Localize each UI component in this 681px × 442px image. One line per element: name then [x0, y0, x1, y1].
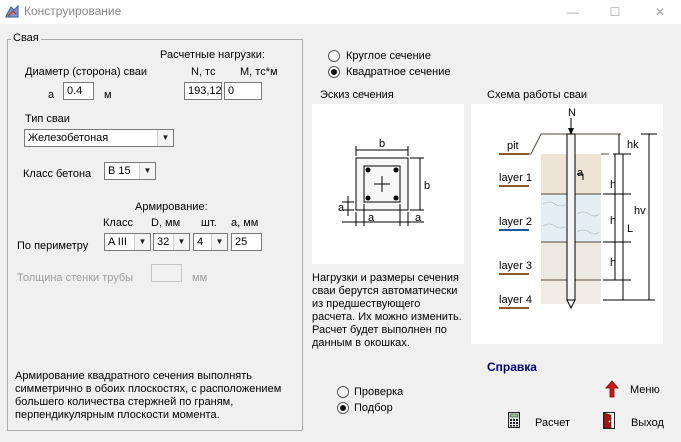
pile-group-legend: Свая [11, 32, 41, 44]
minimize-button[interactable]: — [567, 5, 579, 19]
n-load-input[interactable]: 193,12 [184, 82, 222, 100]
round-section-label[interactable]: Круглое сечение [346, 50, 431, 62]
app-icon [5, 4, 19, 18]
maximize-button[interactable]: ☐ [609, 5, 621, 19]
pile-groupbox [7, 39, 303, 431]
square-section-label[interactable]: Квадратное сечение [346, 66, 451, 78]
rebar-class-combo[interactable]: A III ▼ [104, 233, 151, 251]
rebar-spacing-input[interactable]: 25 [231, 233, 262, 251]
chevron-down-icon[interactable]: ▼ [157, 130, 173, 146]
section-sketch: b b a a a [312, 104, 464, 264]
sketch-a-bottom-left: a [368, 212, 375, 224]
diameter-label: Диаметр (сторона) сваи [25, 66, 148, 78]
check-mode-radio[interactable] [337, 386, 349, 398]
n-label: N, тс [191, 66, 216, 78]
scheme-l-label: L [627, 223, 633, 235]
a-label: а [48, 89, 55, 101]
reinforcement-note: Армирование квадратного сечения выполнят… [15, 370, 281, 422]
perimeter-label: По периметру [17, 240, 89, 252]
rebar-diameter-combo[interactable]: 32 ▼ [153, 233, 190, 251]
pile-type-label: Тип сваи [25, 113, 70, 125]
note-line: перпендикулярным плоскости момента. [15, 409, 220, 421]
pile-type-combo[interactable]: Железобетоная ▼ [24, 129, 174, 147]
info-line: расчета. Их можно изменить. [312, 311, 462, 323]
menu-label: Меню [630, 384, 660, 396]
rebar-count-value: 4 [197, 236, 204, 248]
info-line: сваи берутся автоматически [312, 285, 458, 297]
sketch-a-bottom-right: a [415, 212, 422, 224]
select-mode-label[interactable]: Подбор [354, 402, 393, 414]
rebar-count-combo[interactable]: 4 ▼ [193, 233, 228, 251]
layer-label: layer 2 [499, 216, 532, 228]
rebar-class-header: Класс [103, 217, 133, 229]
m-label: М, тс*м [240, 66, 278, 78]
door-exit-icon [603, 412, 615, 429]
scheme-label: Схема работы сваи [487, 89, 588, 101]
wall-thickness-label: Толщина стенки трубы [17, 272, 134, 284]
help-link[interactable]: Справка [487, 360, 537, 374]
layer-label: layer 4 [499, 294, 532, 306]
rebar-spacing-header: а, мм [231, 217, 259, 229]
layer-label: layer 3 [499, 260, 532, 272]
scheme-h-label: h [610, 215, 616, 227]
concrete-class-combo[interactable]: В 15 ▼ [104, 162, 156, 180]
info-line: из предшествующего [312, 298, 421, 310]
exit-button[interactable]: Выход [601, 410, 669, 432]
check-mode-label[interactable]: Проверка [354, 386, 404, 398]
load-n-label: N [568, 107, 576, 119]
note-line: большего количества стержней по граням, [15, 396, 234, 408]
rebar-diameter-header: D, мм [151, 217, 181, 229]
rebar-class-value: A III [108, 236, 127, 248]
rebar-count-header: шт. [201, 217, 217, 229]
arrow-up-icon [605, 380, 619, 398]
calculator-icon [508, 412, 520, 428]
select-mode-radio[interactable] [337, 402, 349, 414]
note-line: Армирование квадратного сечения выполнят… [15, 370, 252, 382]
info-line: Расчет будет выполнен по [312, 324, 447, 336]
wall-unit-label: мм [192, 272, 208, 284]
info-text: Нагрузки и размеры сечения сваи берутся … [312, 272, 462, 350]
menu-button[interactable]: Меню [603, 378, 669, 400]
info-line: Нагрузки и размеры сечения [312, 272, 460, 284]
concrete-class-label: Класс бетона [23, 168, 92, 180]
loads-label: Расчетные нагрузки: [160, 49, 265, 61]
m-load-input[interactable]: 0 [224, 82, 262, 100]
reinforcement-label: Армирование: [135, 201, 208, 213]
round-section-radio[interactable] [328, 50, 340, 62]
note-line: симметрично в обоих плоскостях, с распол… [15, 383, 282, 395]
a-unit-label: м [104, 89, 112, 101]
chevron-down-icon[interactable]: ▼ [173, 234, 189, 250]
pile-scheme: pit layer 1 layer 2 layer 3 layer 4 N a … [471, 104, 663, 344]
scheme-a-label: a [577, 167, 584, 179]
scheme-hv-label: hv [634, 205, 646, 217]
rebar-diameter-value: 32 [157, 236, 170, 248]
chevron-down-icon[interactable]: ▼ [139, 163, 155, 179]
chevron-down-icon[interactable]: ▼ [211, 234, 227, 250]
layer-label: layer 1 [499, 172, 532, 184]
wall-thickness-input[interactable] [151, 264, 182, 282]
pile-size-input[interactable]: 0.4 [63, 82, 94, 100]
info-line: данным в окошках. [312, 337, 410, 349]
concrete-class-value: В 15 [108, 165, 131, 177]
sketch-b-top: b [379, 138, 385, 150]
sketch-label: Эскиз сечения [320, 89, 394, 101]
layer-label: pit [507, 140, 519, 152]
sketch-a-left: a [338, 202, 345, 214]
window-title: Конструирование [24, 4, 122, 18]
chevron-down-icon[interactable]: ▼ [134, 234, 150, 250]
calculate-label: Расчет [535, 417, 570, 429]
exit-label: Выход [631, 417, 664, 429]
sketch-b-right: b [424, 180, 430, 192]
title-bar [0, 0, 681, 24]
scheme-hk-label: hk [627, 139, 639, 151]
calculate-button[interactable]: Расчет [506, 410, 576, 432]
scheme-h-label: h [610, 257, 616, 269]
close-button[interactable]: ✕ [654, 5, 666, 19]
scheme-h-label: h [610, 179, 616, 191]
square-section-radio[interactable] [328, 66, 340, 78]
pile-type-value: Железобетоная [28, 132, 109, 144]
